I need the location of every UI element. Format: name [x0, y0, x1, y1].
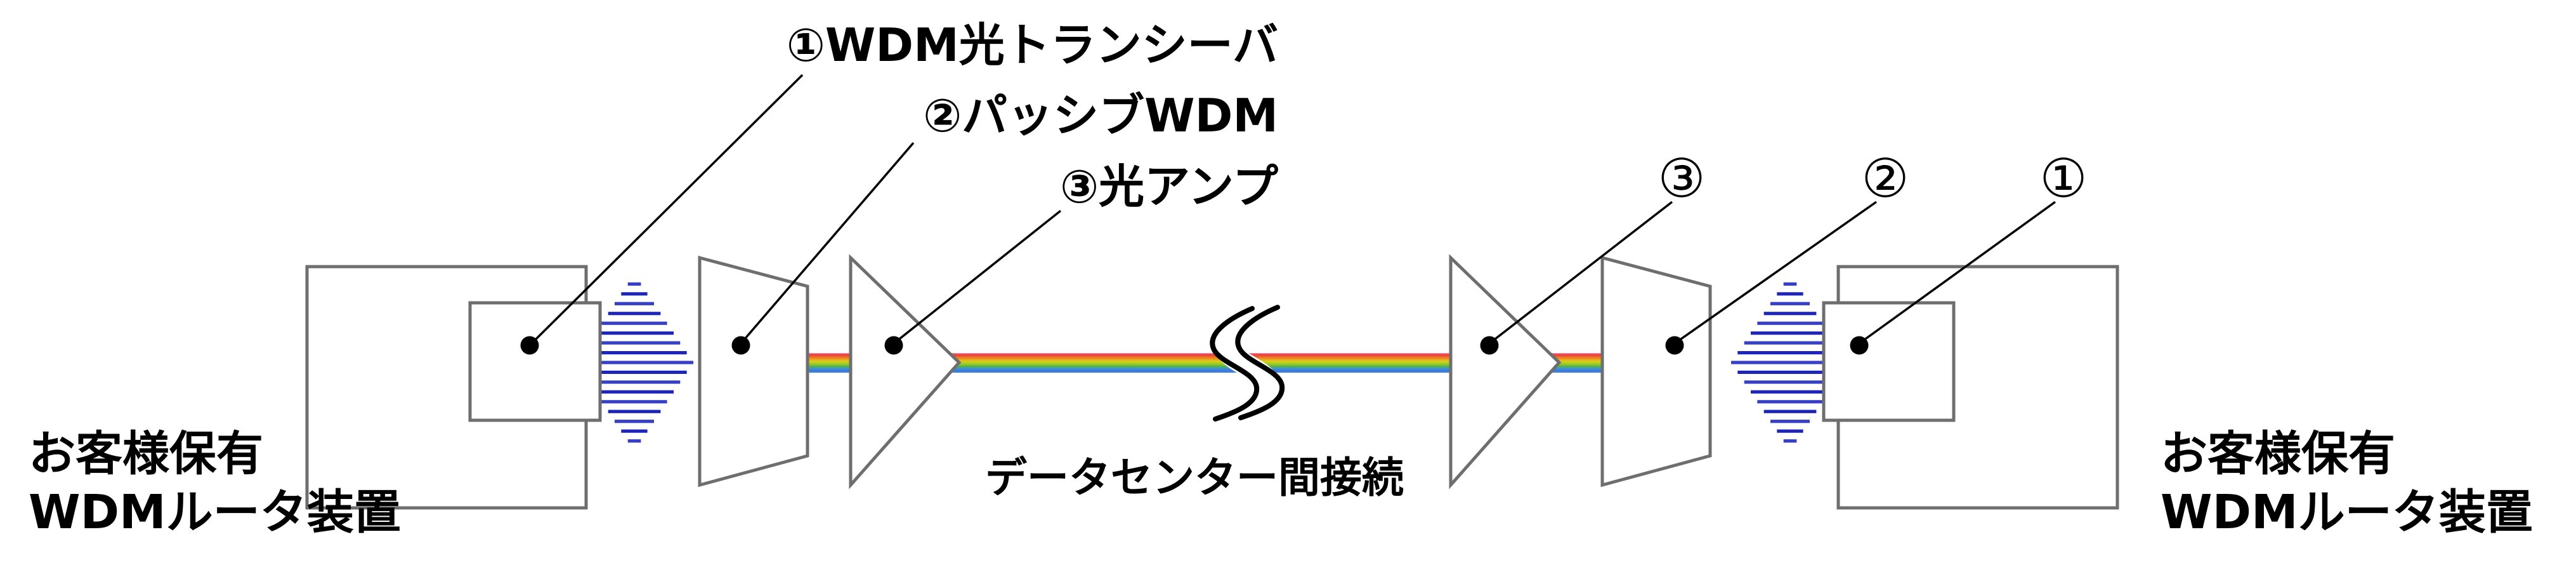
- light-burst-stripe: [1763, 312, 1817, 316]
- left-router-label-line1: お客様保有: [29, 427, 263, 481]
- light-burst-stripe: [600, 351, 687, 355]
- left-router-label-line2: WDMルータ装置: [29, 485, 401, 540]
- right-optical-amp-triangle: [1449, 254, 1562, 489]
- light-burst-stripe: [627, 282, 641, 286]
- light-burst-stripe: [1783, 282, 1797, 286]
- light-burst-stripe: [600, 361, 693, 364]
- light-burst-stripe: [1783, 439, 1797, 443]
- marker-transceiver: ①: [2039, 147, 2087, 210]
- fiber-break-mask: [1213, 297, 1281, 430]
- light-burst-stripe: [600, 390, 674, 394]
- light-burst-stripe: [608, 312, 661, 316]
- light-burst-stripe: [600, 380, 681, 384]
- light-burst-stripe: [1757, 321, 1823, 325]
- legend-transceiver: ①WDM光トランシーバ: [787, 18, 1278, 72]
- light-burst-right: [1731, 282, 1825, 443]
- light-burst-stripe: [621, 292, 648, 296]
- leader-line-left-optical-amp: [892, 210, 1062, 345]
- light-burst-stripe: [1744, 380, 1825, 384]
- right-router-label-line2: WDMルータ装置: [2161, 485, 2533, 540]
- light-burst-stripe: [1763, 409, 1817, 413]
- leader-line-left-transceiver: [530, 74, 804, 345]
- light-burst-stripe: [1770, 302, 1810, 305]
- light-burst-stripe: [601, 400, 667, 404]
- leader-line-right-transceiver: [1858, 201, 2056, 345]
- light-burst-stripe: [1770, 420, 1810, 423]
- light-burst-stripe: [1737, 370, 1825, 374]
- right-router-label-line1: お客様保有: [2161, 427, 2395, 481]
- light-burst-stripe: [1777, 292, 1803, 296]
- legend-amp: ③光アンプ: [1060, 160, 1278, 213]
- light-burst-stripe: [1744, 341, 1825, 345]
- left-transceiver-box: [468, 301, 602, 422]
- left-passive-wdm-dot: [731, 336, 750, 355]
- light-burst-stripe: [601, 321, 667, 325]
- light-burst-stripe: [1731, 361, 1825, 364]
- light-burst-stripe: [615, 302, 654, 305]
- light-burst-stripe: [621, 429, 648, 433]
- light-burst-stripe: [608, 409, 661, 413]
- marker-amp: ③: [1657, 147, 1705, 210]
- left-passive-wdm-trapezoid: [698, 255, 809, 488]
- right-transceiver-box: [1822, 301, 1956, 422]
- light-burst-stripe: [1757, 400, 1823, 404]
- link-label: データセンター間接続: [985, 453, 1404, 502]
- leader-line-left-passive-wdm: [740, 142, 915, 345]
- leader-line-right-optical-amp: [1488, 201, 1673, 345]
- light-burst-stripe: [627, 439, 641, 443]
- light-burst-stripe: [600, 370, 687, 374]
- light-burst-stripe: [1777, 429, 1803, 433]
- marker-passive-wdm: ②: [1861, 147, 1909, 210]
- leader-line-right-passive-wdm: [1673, 201, 1878, 345]
- light-burst-left: [600, 282, 693, 443]
- light-burst-stripe: [1737, 351, 1825, 355]
- legend-passive-wdm: ②パッシブWDM: [923, 89, 1278, 142]
- left-optical-amp-triangle: [849, 254, 962, 489]
- fiber-break-squiggle-left: [1210, 306, 1260, 422]
- light-burst-stripe: [1751, 390, 1825, 394]
- light-burst-stripe: [615, 420, 654, 423]
- right-passive-wdm-trapezoid: [1600, 255, 1712, 488]
- light-burst-stripe: [1751, 331, 1825, 335]
- light-burst-stripe: [600, 331, 674, 335]
- light-burst-stripe: [600, 341, 681, 345]
- fiber-break-squiggle-right: [1235, 305, 1285, 420]
